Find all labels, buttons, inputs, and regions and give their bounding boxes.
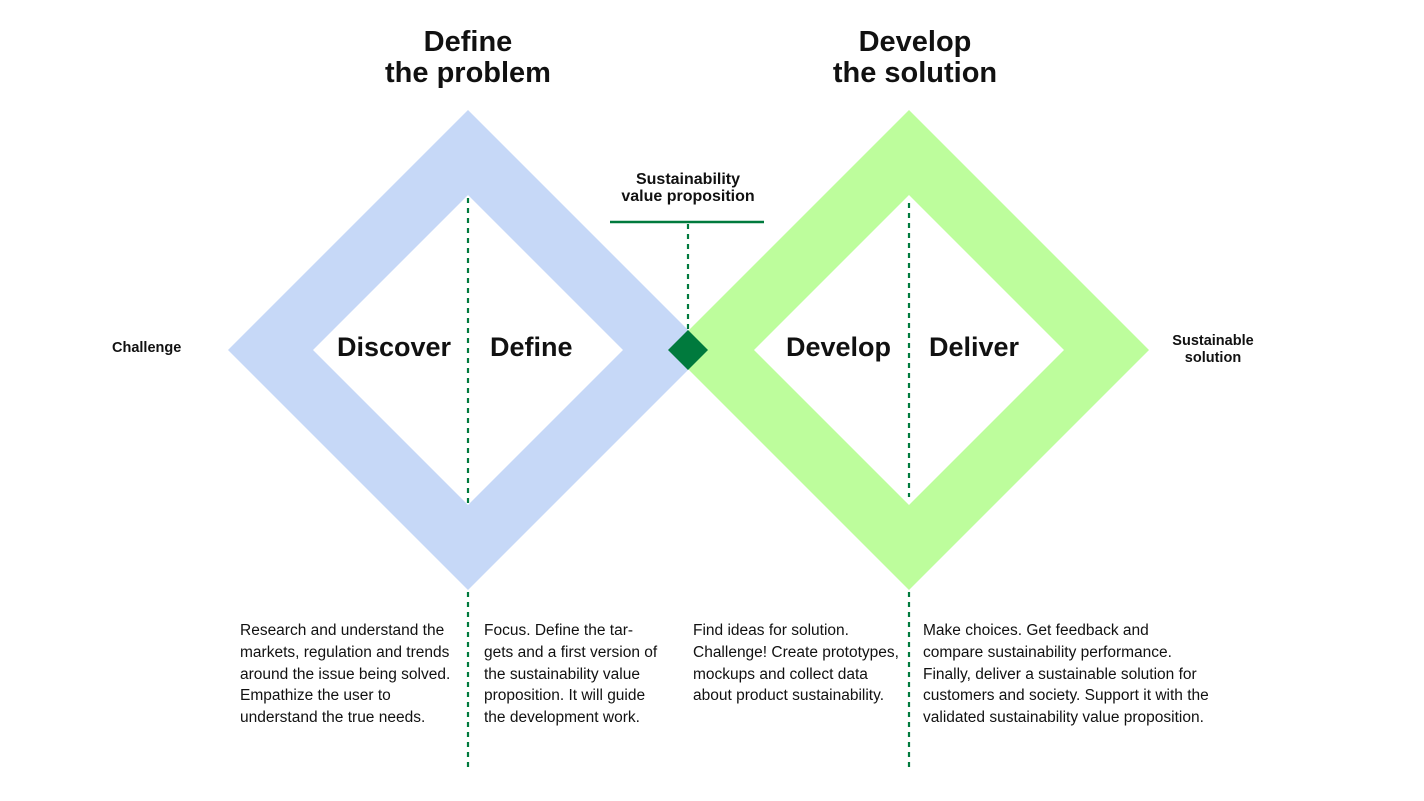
value-proposition-line2: value proposition	[621, 188, 755, 205]
phase-discover: Discover	[337, 332, 452, 362]
heading-develop-solution: Develop the solution	[785, 27, 1045, 89]
heading-define-problem-line2: the problem	[385, 57, 551, 89]
value-proposition-diamond-marker	[668, 330, 708, 370]
value-proposition-line1: Sustainability	[635, 171, 741, 188]
phase-define: Define	[490, 332, 573, 362]
challenge-label: Challenge	[112, 340, 182, 356]
sustainable-solution-label: Sustainable solution	[1160, 333, 1266, 367]
phase-deliver: Deliver	[929, 332, 1020, 362]
heading-develop-solution-line2: the solution	[832, 57, 998, 89]
sustainable-solution-line2: solution	[1184, 350, 1242, 366]
define-description: Focus. Define the tar-gets and a first v…	[484, 622, 658, 727]
sustainable-solution-line1: Sustainable	[1172, 333, 1254, 349]
develop-description: Find ideas for solution. Challenge! Crea…	[693, 622, 899, 705]
problem-diamond	[228, 110, 708, 590]
solution-diamond	[669, 110, 1149, 590]
deliver-description: Make choices. Get feedback and compare s…	[923, 622, 1209, 727]
heading-define-problem-line1: Define	[423, 26, 513, 58]
value-proposition-label: Sustainability value proposition	[598, 171, 778, 205]
phase-develop: Develop	[786, 332, 892, 362]
heading-develop-solution-line1: Develop	[858, 26, 972, 58]
discover-description: Research and understand the markets, reg…	[240, 622, 451, 727]
heading-define-problem: Define the problem	[348, 27, 588, 89]
